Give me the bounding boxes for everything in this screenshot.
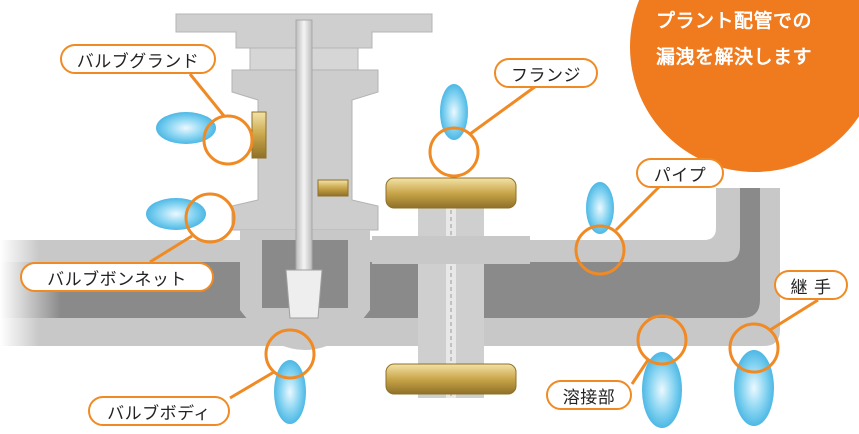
leak-circle-weld [636, 314, 688, 366]
label-weld: 溶接部 [546, 380, 632, 410]
label-valve-body: バルブボディ [88, 396, 230, 426]
label-valve-bonnet: バルブボンネット [20, 262, 214, 292]
leak-circles [184, 114, 780, 380]
leak-circle-bonnet [184, 192, 236, 244]
label-joint: 継 手 [774, 270, 848, 300]
leak-circle-gland [202, 114, 254, 166]
badge-line-2: 漏洩を解決します [656, 46, 813, 68]
leak-circle-joint [728, 322, 780, 374]
leader-lines [149, 73, 819, 400]
label-valve-gland: バルブグランド [60, 44, 216, 74]
badge-line-1: プラント配管での [656, 10, 813, 32]
label-pipe: パイプ [636, 158, 724, 188]
valve-plug [285, 269, 323, 319]
leak-circle-body [264, 328, 316, 380]
flange-assembly [372, 177, 530, 398]
leak-circle-pipe [574, 224, 626, 276]
label-flange: フランジ [494, 58, 598, 88]
leak-circle-flange [428, 126, 480, 178]
valve-stem [295, 19, 313, 271]
